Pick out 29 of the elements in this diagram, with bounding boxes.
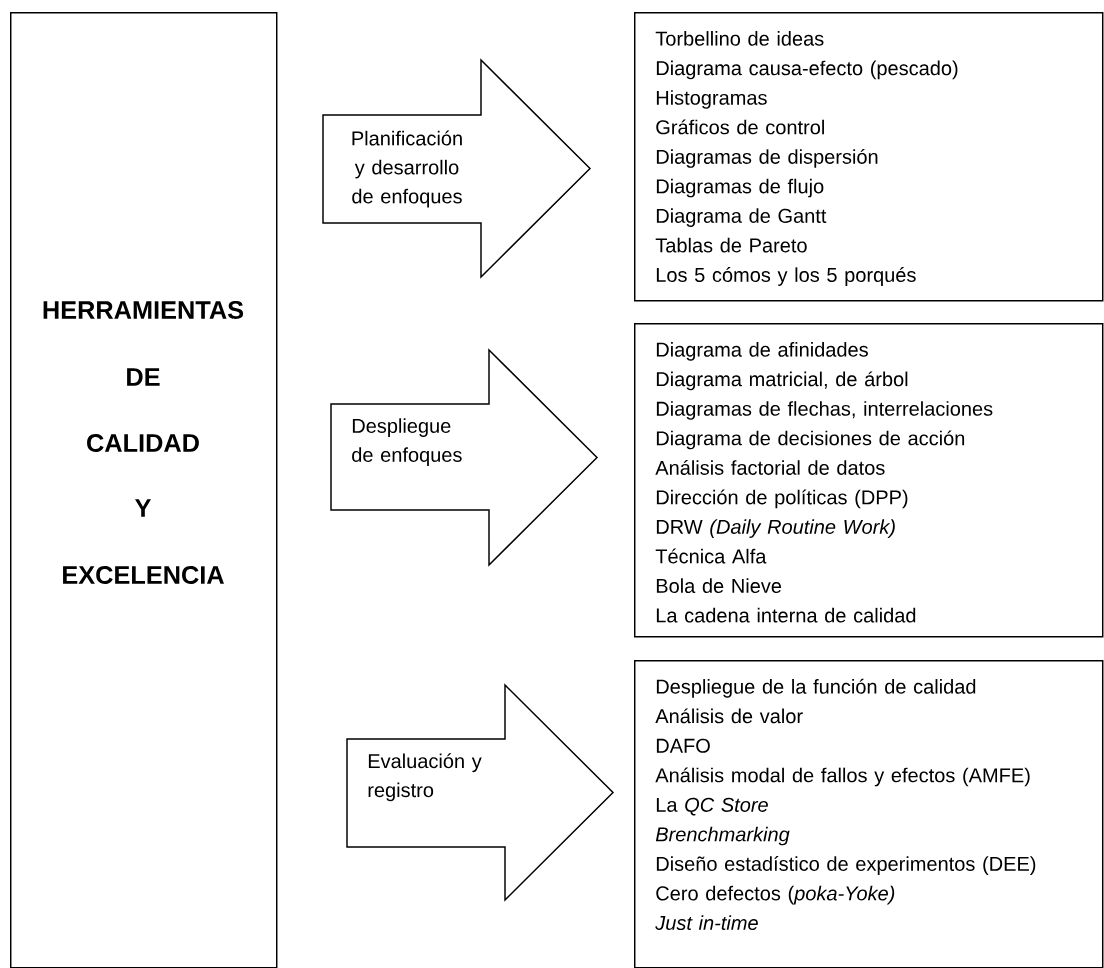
list-item: Tablas de Pareto [655, 237, 807, 253]
title-panel: HERRAMIENTAS DE CALIDAD Y EXCELENCIA [10, 12, 278, 968]
list-item: Análisis de valor [655, 708, 803, 724]
list-item: Bola de Nieve [656, 578, 782, 593]
list-item: Cero defectos (poka-Yoke) [656, 885, 895, 905]
list-item: Dirección de políticas (DPP) [656, 489, 908, 509]
list-item: Diagrama de afinidades [656, 342, 868, 361]
list-item: La cadena interna de calidad [656, 607, 916, 623]
list-item: La QC Store [656, 797, 768, 816]
list-item: Diagrama causa-efecto (pescado) [656, 60, 958, 80]
list-item: DRW (Daily Routine Work) [656, 519, 895, 538]
list-item: Just in-time [655, 915, 758, 930]
list-item: Gráficos de control [656, 119, 824, 135]
list-item: Diseño estadístico de experimentos (DEE) [656, 856, 1036, 875]
list-item: Torbellino de ideas [655, 31, 824, 46]
list-item: Diagrama de decisiones de acción [656, 430, 965, 450]
list-item: Los 5 cómos y los 5 porqués [656, 267, 916, 286]
list-item: Diagrama de Gantt [656, 208, 827, 227]
list-item: Diagrama matricial, de árbol [656, 371, 908, 391]
list-item: Diagramas de dispersión [656, 149, 878, 168]
list-item: Histogramas [656, 90, 767, 109]
list-item: Análisis modal de fallos y efectos (AMFE) [655, 767, 1030, 787]
list-item: DAFO [656, 738, 710, 753]
list-item: Técnica Alfa [655, 548, 767, 564]
list-item: Brenchmarking [655, 826, 790, 846]
list-item: Análisis factorial de datos [655, 460, 885, 475]
list-item: Diagramas de flechas, interrelaciones [656, 401, 993, 420]
list-item: Diagramas de flujo [656, 178, 824, 198]
list-item: Despliegue de la función de calidad [656, 678, 976, 698]
